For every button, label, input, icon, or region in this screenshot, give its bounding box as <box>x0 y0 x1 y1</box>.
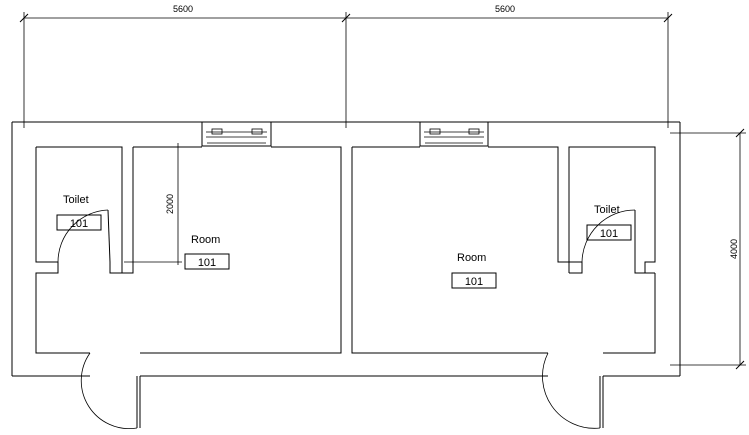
room-name: Toilet <box>63 194 89 206</box>
room-name: Room <box>191 234 220 246</box>
right-dimension: 4000 <box>670 128 746 370</box>
room-number-tag: 101 <box>600 228 618 240</box>
room-label-room-right: Room 101 <box>451 252 497 289</box>
door-left-toilet <box>57 209 111 263</box>
room-name: Room <box>457 252 486 264</box>
room-label-toilet-right: Toilet 101 <box>586 204 632 241</box>
room-label-room-left: Room 101 <box>184 234 230 270</box>
exterior-walls <box>11 121 681 377</box>
right-unit-walls <box>351 146 656 354</box>
dim-overall-height: 4000 <box>729 239 739 259</box>
top-dimension: 5600 5600 <box>19 4 673 128</box>
room-label-toilet-left: Toilet 101 <box>56 194 102 231</box>
room-number-tag: 101 <box>465 276 483 288</box>
window-left <box>201 121 272 147</box>
room-number-tag: 101 <box>70 218 88 230</box>
dim-left-width: 5600 <box>173 4 193 14</box>
door-left-entry <box>80 352 141 429</box>
dim-right-width: 5600 <box>495 4 515 14</box>
room-name: Toilet <box>594 204 620 216</box>
dim-room-depth: 2000 <box>165 194 175 214</box>
left-unit-walls <box>35 146 342 354</box>
door-right-entry <box>542 352 604 429</box>
room-depth-dimension: 2000 <box>124 143 182 265</box>
window-right <box>419 121 489 147</box>
room-number-tag: 101 <box>198 257 216 269</box>
